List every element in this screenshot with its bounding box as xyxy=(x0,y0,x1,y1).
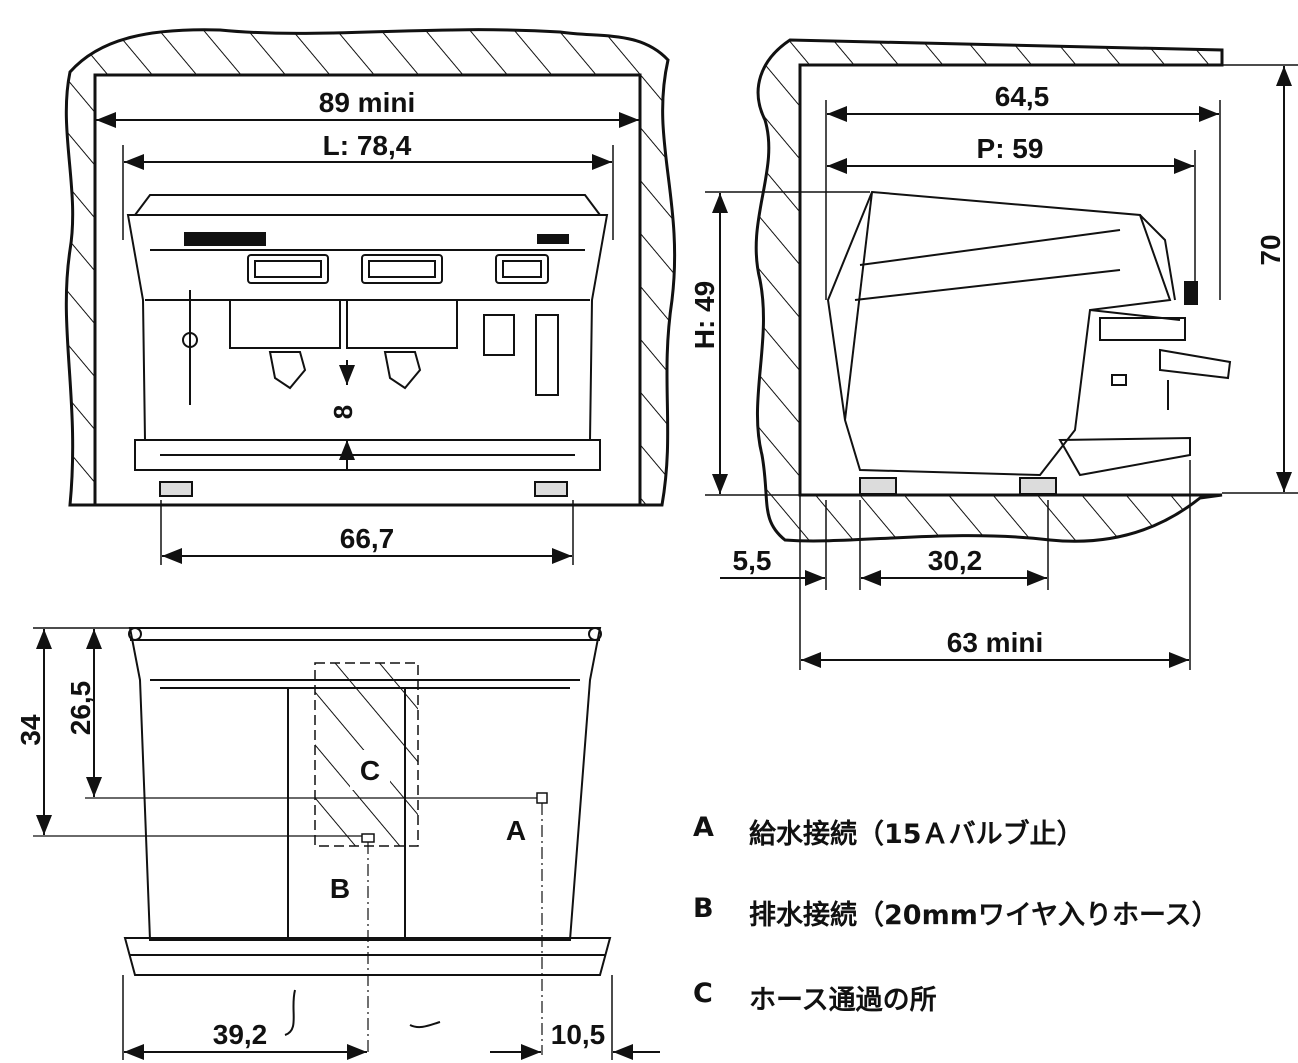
legend-text: ホース通過の所 xyxy=(749,985,937,1016)
label-a: A xyxy=(506,815,526,846)
feet-depth-label: 30,2 xyxy=(928,545,983,576)
drain-marker xyxy=(361,833,375,843)
dim-26-5-label: 26,5 xyxy=(65,681,96,736)
machine-front xyxy=(126,194,609,497)
width-min-label: 89 mini xyxy=(319,87,415,118)
side-wall-hatch xyxy=(754,38,1224,543)
legend-item-a: A 給水接続（15Ａバルブ止） xyxy=(693,812,1293,851)
depth-total-label: 64,5 xyxy=(995,81,1050,112)
dim-34-label: 34 xyxy=(15,714,46,746)
top-view: C A B 34 26,5 39,2 10,5 xyxy=(15,627,660,1060)
water-inlet-marker xyxy=(536,792,548,804)
legend-item-c: C ホース通過の所 xyxy=(693,978,1293,1017)
label-b: B xyxy=(330,873,350,904)
front-view: 89 mini L: 78,4 xyxy=(64,28,677,565)
height-label: H: 49 xyxy=(689,281,720,349)
depth-min-label: 63 mini xyxy=(947,627,1043,658)
side-view: 64,5 P: 59 H: 49 70 xyxy=(689,38,1298,670)
depth-label: P: 59 xyxy=(977,133,1044,164)
machine-side xyxy=(826,190,1232,495)
legend-key: C xyxy=(693,978,713,1009)
legend-item-b: B 排水接続（20mmワイヤ入りホース） xyxy=(693,893,1293,932)
dim-10-5-label: 10,5 xyxy=(551,1019,606,1050)
legend-text: 給水接続（15Ａバルブ止） xyxy=(749,819,1084,850)
legend-key: A xyxy=(693,812,714,843)
dim-39-2-label: 39,2 xyxy=(213,1019,268,1050)
front-wall-hatch xyxy=(64,28,677,507)
height-total-label: 70 xyxy=(1255,234,1286,265)
feet-span-label: 66,7 xyxy=(340,523,395,554)
legend-key: B xyxy=(693,893,714,924)
offset-label: 5,5 xyxy=(733,545,772,576)
legend-text: 排水接続（20mmワイヤ入りホース） xyxy=(749,900,1219,931)
cup-clearance-label: 8 xyxy=(328,405,358,419)
length-label: L: 78,4 xyxy=(323,130,412,161)
label-c: C xyxy=(360,755,380,786)
